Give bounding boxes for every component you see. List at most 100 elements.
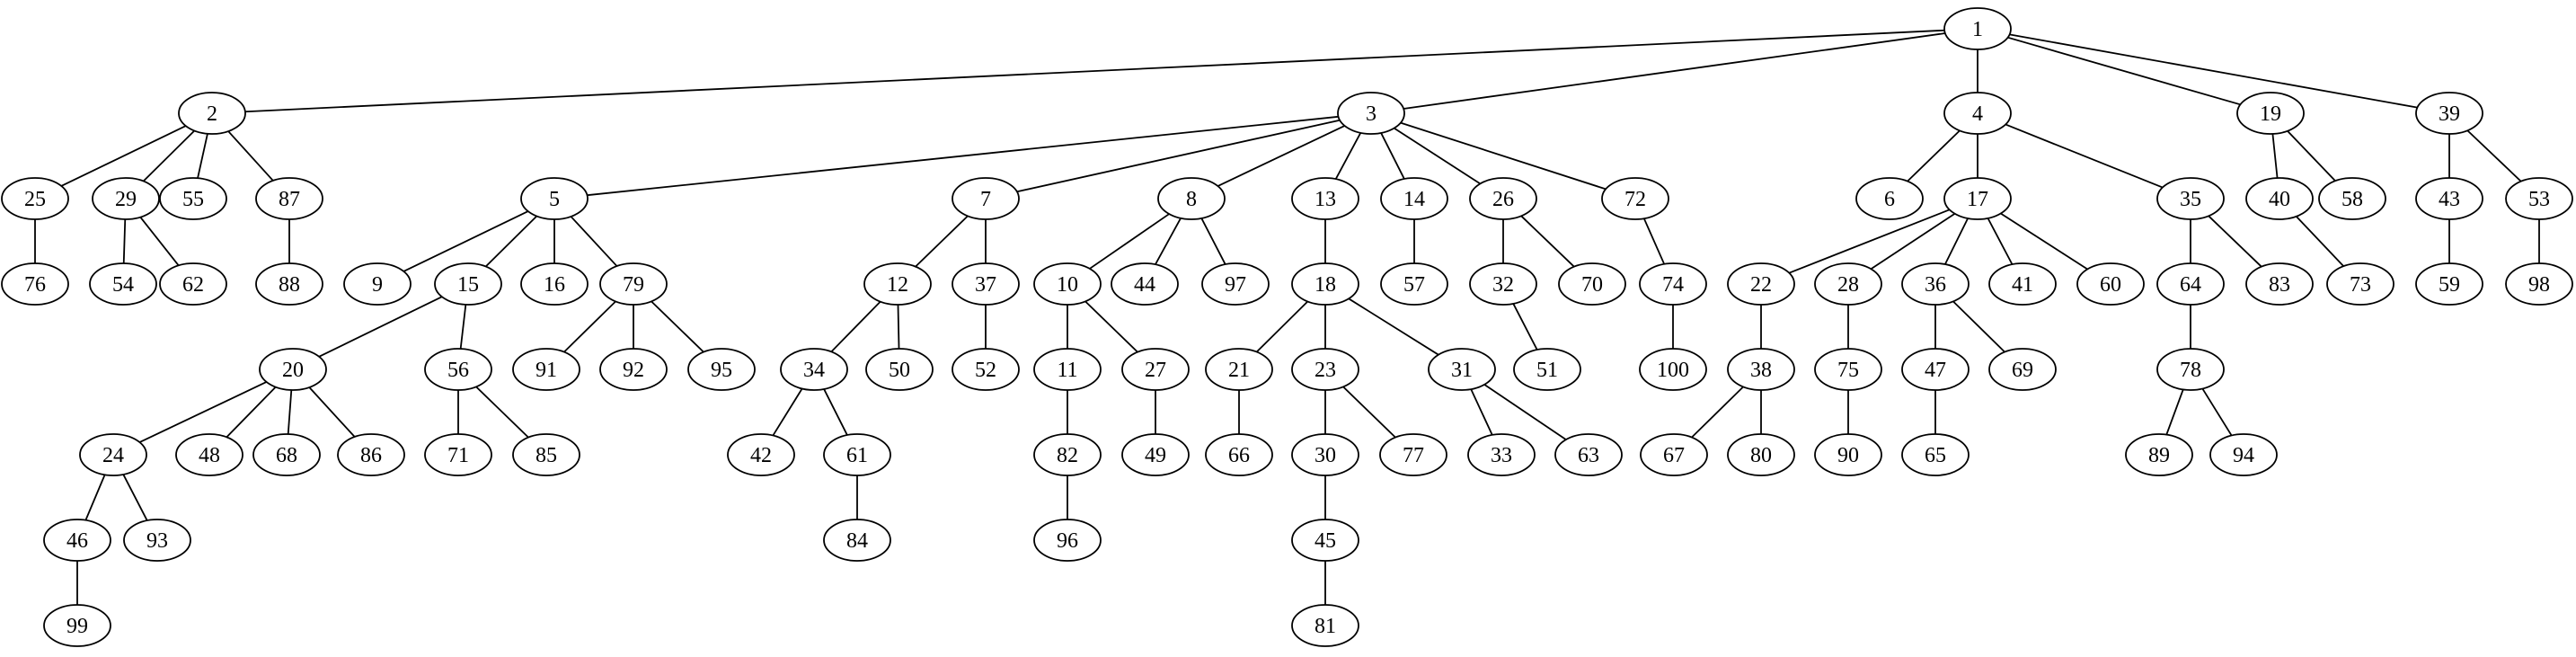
tree-node-4: 4 [1943,92,2012,135]
node-label: 7 [980,188,991,211]
edge-1-19 [2007,36,2241,106]
tree-node-82: 82 [1033,433,1102,476]
edge-17-22 [1788,209,1951,274]
tree-node-62: 62 [159,262,227,306]
tree-node-30: 30 [1291,433,1359,476]
tree-node-95: 95 [687,348,756,391]
node-label: 20 [282,359,304,382]
node-label: 34 [803,359,825,382]
tree-node-92: 92 [599,348,668,391]
edge-8-44 [1155,218,1182,265]
node-ellipse [1513,348,1581,391]
node-ellipse [1033,348,1102,391]
node-ellipse [1901,348,1970,391]
node-ellipse [2505,177,2573,220]
node-ellipse [255,262,323,306]
tree-node-32: 32 [1469,262,1537,306]
node-label: 13 [1315,188,1336,211]
node-ellipse [123,519,191,562]
tree-node-16: 16 [520,262,589,306]
tree-node-5: 5 [520,177,589,220]
tree-node-18: 18 [1291,262,1359,306]
node-label: 61 [846,444,868,467]
tree-node-3: 3 [1337,92,1405,135]
node-ellipse [1554,433,1623,476]
node-ellipse [43,604,111,647]
node-ellipse [1291,433,1359,476]
node-label: 100 [1657,359,1689,382]
node-label: 6 [1884,188,1895,211]
node-ellipse [1205,348,1273,391]
node-ellipse [1855,177,1924,220]
node-label: 86 [360,444,382,467]
edge-19-58 [2287,130,2336,182]
tree-node-40: 40 [2245,177,2314,220]
edge-1-3 [1403,32,1946,110]
node-ellipse [2125,433,2193,476]
edge-34-61 [823,388,848,436]
node-label: 94 [2233,444,2254,467]
node-label: 90 [1837,444,1859,467]
node-label: 62 [182,273,204,297]
tree-node-27: 27 [1121,348,1190,391]
tree-node-78: 78 [2156,348,2225,391]
node-label: 25 [24,188,46,211]
tree-node-21: 21 [1205,348,1273,391]
node-label: 23 [1315,359,1336,382]
tree-node-94: 94 [2209,433,2278,476]
tree-node-67: 67 [1640,433,1708,476]
node-ellipse [1291,177,1359,220]
node-ellipse [1469,262,1537,306]
edge-79-91 [563,300,616,353]
edge-2-87 [227,130,274,182]
node-ellipse [2245,177,2314,220]
node-label: 63 [1578,444,1599,467]
tree-node-76: 76 [1,262,69,306]
edges-layer [34,29,2540,605]
node-label: 95 [711,359,732,382]
edge-34-42 [772,387,803,437]
node-ellipse [520,177,589,220]
tree-node-96: 96 [1033,519,1102,562]
node-label: 76 [24,273,46,297]
node-label: 75 [1837,359,1859,382]
node-ellipse [1727,348,1795,391]
node-ellipse [1,262,69,306]
node-ellipse [520,262,589,306]
tree-node-14: 14 [1380,177,1448,220]
node-ellipse [2318,177,2386,220]
edge-2-29 [143,129,195,182]
node-label: 91 [536,359,557,382]
node-label: 70 [1581,273,1603,297]
node-ellipse [1291,604,1359,647]
node-ellipse [434,262,502,306]
node-label: 45 [1315,529,1336,553]
tree-node-81: 81 [1291,604,1359,647]
node-label: 97 [1225,273,1246,297]
node-label: 3 [1366,102,1377,126]
tree-node-99: 99 [43,604,111,647]
node-ellipse [1943,92,2012,135]
tree-node-10: 10 [1033,262,1102,306]
node-ellipse [1467,433,1536,476]
tree-node-51: 51 [1513,348,1581,391]
node-ellipse [2156,348,2225,391]
edge-3-5 [587,115,1339,197]
edge-17-28 [1870,212,1956,271]
node-ellipse [178,92,246,135]
edge-4-6 [1907,129,1961,182]
tree-node-72: 72 [1601,177,1669,220]
node-ellipse [92,177,160,220]
node-label: 50 [889,359,910,382]
tree-node-90: 90 [1814,433,1882,476]
tree-node-13: 13 [1291,177,1359,220]
tree-node-34: 34 [780,348,848,391]
node-label: 17 [1967,188,1988,211]
node-label: 39 [2439,102,2460,126]
node-ellipse [599,348,668,391]
tree-node-1: 1 [1943,7,2012,50]
tree-node-91: 91 [512,348,580,391]
node-ellipse [343,262,412,306]
node-label: 55 [182,188,204,211]
edge-3-26 [1394,127,1481,185]
